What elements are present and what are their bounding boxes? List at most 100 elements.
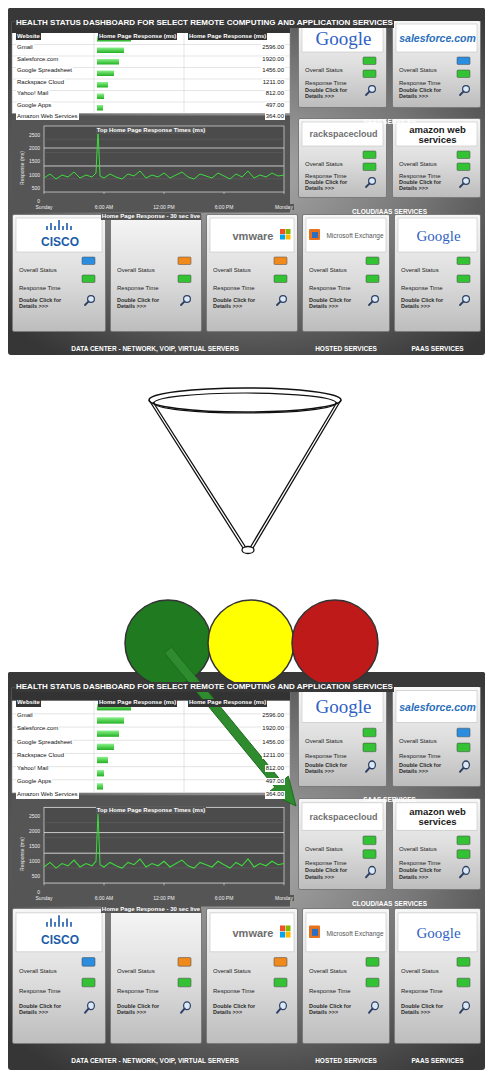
funnel [149,388,341,554]
text-slot: Response Time [399,71,441,89]
section-caption: SAAS SERVICES [363,118,416,126]
table-cell: 1920.00 [261,56,285,63]
axis-tick: 2000 [28,828,41,834]
text-slot: amazon web services [397,804,478,832]
funnel-rim [154,393,336,413]
status-label: Response Time [399,80,441,87]
text-slot: Response Time [401,979,443,997]
axis-tick: 6:00 AM [94,204,114,210]
service-tile: Overall StatusResponse TimeDouble Click … [110,214,202,332]
text-slot: Double Click for Details >>> [19,294,67,312]
status-label: Overall Status [19,968,57,975]
text-slot: Double Click for Details >>> [401,1000,449,1018]
table-cell: 1211.00 [262,79,285,86]
status-label: Overall Status [305,67,343,74]
text-slot: Response Time [401,276,443,294]
status-label: Response Time [401,285,443,292]
status-label: Overall Status [213,968,251,975]
status-label: Overall Status [309,267,347,274]
text-slot: Overall Status [117,959,155,977]
dashboard-art [8,672,485,1013]
service-logo: Microsoft Exchange [326,232,383,239]
text-slot: Response Time [309,276,351,294]
text-slot: Overall Status [309,959,347,977]
dashboard-art [8,8,485,305]
details-link: Double Click for Details >>> [399,179,447,192]
details-link: Double Click for Details >>> [401,297,449,310]
details-link: Double Click for Details >>> [19,297,67,310]
status-label: Overall Status [305,161,343,168]
table-header: Website [16,699,41,706]
text-slot: Response Time [399,851,441,869]
details-link: Double Click for Details >>> [213,1003,261,1016]
status-label: Response Time [401,988,443,995]
service-logo: rackspacecloud [309,813,377,823]
text-slot: DATA CENTER - NETWORK, VOIP, VIRTUAL SER… [71,1049,238,1067]
axis-tick: Sunday [35,204,54,210]
text-slot: Double Click for Details >>> [117,294,165,312]
text-slot: Double Click for Details >>> [305,759,353,777]
status-label: Overall Status [305,846,343,853]
details-link: Double Click for Details >>> [117,297,165,310]
axis-tick: 2500 [28,813,41,819]
table-header: Home Page Response (ms) [188,33,267,40]
status-label: Response Time [117,285,159,292]
text-slot: Overall Status [213,258,251,276]
table-header: Home Page Response (ms) [98,699,177,706]
section-caption: PAAS SERVICES [411,1057,463,1065]
traffic-lights [125,600,378,686]
status-light [125,600,211,686]
table-cell: Google Spreadsheet [16,739,73,746]
text-slot: Overall Status [19,959,57,977]
text-slot: Double Click for Details >>> [305,84,353,102]
table-cell: 2596.00 [261,712,285,719]
text-slot: Double Click for Details >>> [309,1000,357,1018]
status-label: Overall Status [213,267,251,274]
service-logo: Microsoft Exchange [326,930,383,937]
details-link: Double Click for Details >>> [305,87,353,100]
axis-tick: 2500 [28,132,41,138]
text-slot: Double Click for Details >>> [305,865,353,883]
axis-tick: 1000 [28,172,41,178]
table-cell: 812.00 [265,765,285,772]
table-cell: Amazon Web Services [16,113,79,120]
details-link: Double Click for Details >>> [19,1003,67,1016]
status-label: Overall Status [401,267,439,274]
service-logo: Google [416,228,460,245]
text-slot: Overall Status [213,959,251,977]
details-link: Double Click for Details >>> [309,1003,357,1016]
text-slot: PAAS SERVICES [411,1049,463,1067]
table-cell: Salesforce.com [16,725,59,732]
text-slot: HOSTED SERVICES [315,1049,377,1067]
text-slot: Double Click for Details >>> [399,759,447,777]
table-header: Home Page Response (ms) [188,699,267,706]
status-label: Overall Status [399,738,437,745]
table-cell: 2596.00 [261,44,285,51]
text-slot: Response Time [305,851,347,869]
table-cell: Rackspace Cloud [16,79,65,86]
text-slot: Overall Status [399,729,437,747]
text-slot: Response Time [213,276,255,294]
chart-title: Top Home Page Response Times (ms) [96,127,206,134]
service-logo: vmware [233,927,274,939]
text-slot: Overall Status [19,258,57,276]
text-slot: Overall Status [117,258,155,276]
table-cell: Google Apps [16,778,52,785]
status-label: Overall Status [309,968,347,975]
status-label: Overall Status [399,846,437,853]
text-slot: Overall Status [401,959,439,977]
text-slot: Response Time [117,979,159,997]
section-caption: HOSTED SERVICES [315,345,377,353]
details-link: Double Click for Details >>> [401,1003,449,1016]
table-cell: Rackspace Cloud [16,752,65,759]
chart-title: Top Home Page Response Times (ms) [96,807,206,814]
text-slot: Double Click for Details >>> [399,84,447,102]
text-slot: Overall Status [309,258,347,276]
service-logo: Google [316,29,372,50]
text-slot: Response Time [213,979,255,997]
table-cell: Gmail [16,44,34,51]
text-slot: Double Click for Details >>> [399,176,447,194]
text-slot: Double Click for Details >>> [213,294,261,312]
status-label: Response Time [399,860,441,867]
service-tile: Overall StatusResponse TimeDouble Click … [110,908,202,1043]
